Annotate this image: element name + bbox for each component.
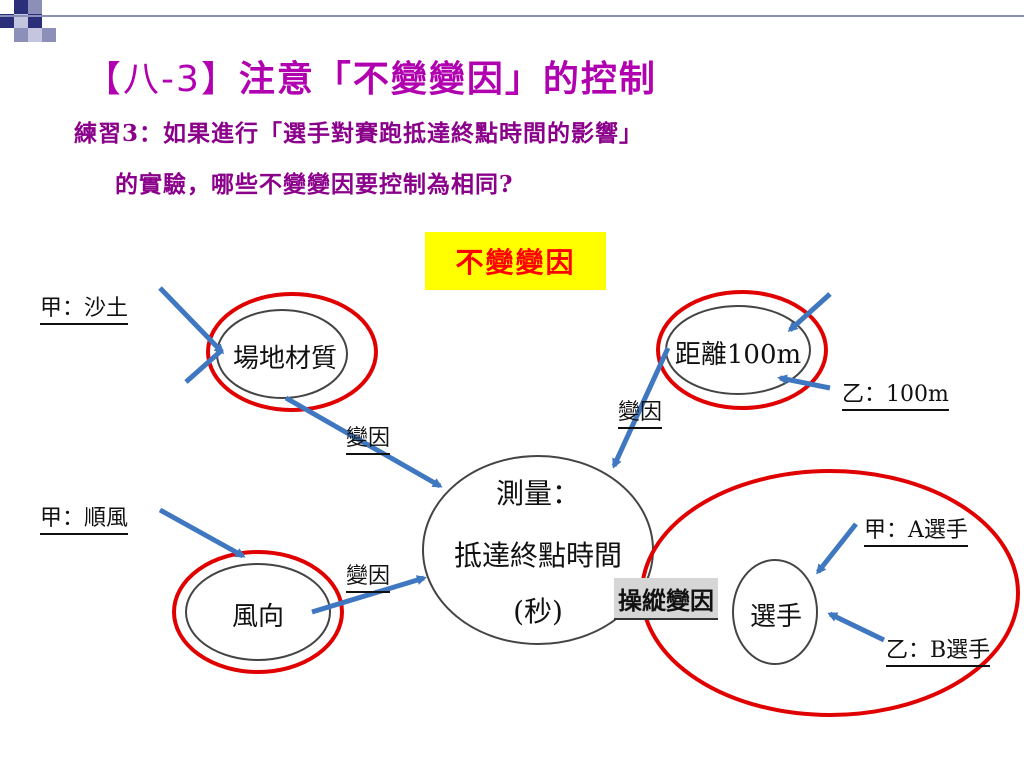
arrow-tailwind-to-wind [158, 507, 246, 559]
arrow-runner-b [827, 611, 886, 643]
distance-node-highlight [656, 290, 828, 410]
question-line-2: 的實驗，哪些不變變因要控制為相同? [115, 171, 514, 198]
field-value-label: 甲：沙土 [40, 290, 129, 325]
field-node-highlight [206, 292, 378, 412]
wind-node-label: 風向 [231, 602, 284, 632]
field-variable-label: 變因 [346, 420, 391, 455]
runner-node-label: 選手 [749, 602, 802, 632]
corner-decoration [0, 0, 80, 60]
distance-node-label: 距離100m [674, 340, 802, 370]
arrow-100m-to-distance [777, 374, 831, 391]
arrow-top-to-distance [787, 292, 832, 333]
question-line-1: 練習3：如果進行「選手對賽跑抵達終點時間的影響」 [74, 120, 644, 147]
arrow-field-to-center [284, 395, 443, 489]
arrow-sand-to-field [158, 286, 225, 355]
wind-node-highlight [172, 550, 344, 674]
runner-b-label: 乙：B選手 [886, 632, 991, 667]
slide-title: 【八-3】注意「不變變因」的控制 [85, 50, 657, 102]
wind-value-label: 甲：順風 [40, 500, 129, 535]
center-line-2: 抵達終點時間 [453, 539, 622, 572]
center-line-3: (秒) [513, 595, 563, 628]
runner-a-label: 甲：A選手 [864, 512, 968, 547]
distance-value-label: 乙：100m [842, 376, 949, 411]
arrow-wind-to-center [311, 575, 427, 615]
arrow-runner-a [816, 522, 858, 575]
wind-variable-label: 變因 [346, 558, 391, 593]
header-rule [0, 15, 1024, 17]
center-line-1: 測量： [495, 477, 580, 510]
arrow-field-edge [184, 348, 224, 384]
controlled-variables-legend: 不變變因 [425, 232, 606, 290]
arrow-distance-to-center [611, 346, 671, 469]
title-bracket: 【八-3】 [85, 59, 239, 100]
runner-node-outline [732, 559, 818, 665]
wind-node-outline [185, 563, 331, 661]
manipulated-variable-label: 操縱變因 [614, 578, 718, 620]
distance-variable-label: 變因 [618, 394, 663, 429]
title-text: 注意「不變變因」的控制 [238, 58, 657, 100]
field-node-label: 場地材質 [232, 344, 337, 374]
